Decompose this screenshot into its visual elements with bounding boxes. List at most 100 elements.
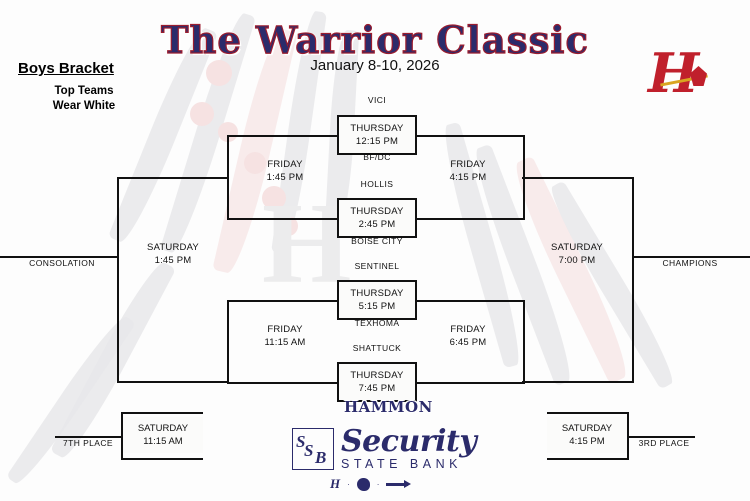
semi-top-day: FRIDAY bbox=[450, 159, 486, 170]
bracket-lower-right-bottom bbox=[445, 382, 525, 384]
team-boise-city: BOISE CITY bbox=[351, 236, 403, 246]
bracket-label: Boys Bracket bbox=[18, 60, 114, 77]
third-place-day: SATURDAY bbox=[561, 423, 613, 434]
bank-wordmark: Security STATE BANK bbox=[341, 424, 477, 471]
bracket-upper-right-bottom bbox=[445, 218, 525, 220]
team-vici: VICI bbox=[367, 95, 387, 105]
label-third-place: 3RD PLACE bbox=[638, 438, 690, 448]
ssb-letter-1: S bbox=[296, 431, 306, 451]
third-place-box-bottom bbox=[547, 458, 629, 460]
bracket-upper-left-top bbox=[227, 135, 309, 137]
consolation-semi-bottom-day: FRIDAY bbox=[267, 324, 303, 335]
consolation-output-line bbox=[0, 256, 119, 258]
game-q3-time: 5:15 PM bbox=[358, 301, 396, 312]
seventh-place-box-bottom bbox=[121, 458, 203, 460]
connector-q1-right bbox=[417, 135, 447, 137]
championship-bracket-top bbox=[522, 177, 634, 179]
footer-mini-mark: H · · bbox=[330, 476, 412, 492]
security-state-bank-logo: S S B Security STATE BANK bbox=[292, 424, 477, 471]
semi-top-time: 4:15 PM bbox=[449, 172, 487, 183]
team-shattuck: SHATTUCK bbox=[352, 343, 402, 353]
bracket-upper-right-top bbox=[445, 135, 525, 137]
bank-name: Security bbox=[341, 424, 477, 459]
game-box-seventh-place[interactable]: SATURDAY 11:15 AM bbox=[123, 417, 203, 453]
bracket-lower-right-top bbox=[445, 300, 525, 302]
consolation-semi-top-day: FRIDAY bbox=[267, 159, 303, 170]
team-bfdc: BF/DC bbox=[363, 152, 391, 162]
consolation-bracket-top bbox=[117, 177, 229, 179]
game-q4-time: 7:45 PM bbox=[358, 383, 396, 394]
connector-q2-right bbox=[417, 218, 447, 220]
consolation-semi-bottom-time: 11:15 AM bbox=[264, 337, 306, 348]
seventh-place-day: SATURDAY bbox=[137, 423, 189, 434]
wear-white-line1: Top Teams bbox=[54, 85, 114, 97]
bracket-lower-left-bottom bbox=[227, 382, 309, 384]
game-q3-day: THURSDAY bbox=[350, 288, 404, 299]
ssb-letter-2: S bbox=[304, 440, 314, 460]
team-texhoma: TEXHOMA bbox=[354, 318, 400, 328]
championship-output-line bbox=[632, 256, 750, 258]
connector-q1-left bbox=[307, 135, 337, 137]
mini-dot-separator-left: · bbox=[347, 479, 350, 489]
consolation-semi-top-time: 1:45 PM bbox=[266, 172, 304, 183]
round-semi-bottom: FRIDAY 6:45 PM bbox=[423, 323, 513, 349]
round-consolation-semi-bottom: FRIDAY 11:15 AM bbox=[240, 323, 330, 349]
ssb-letter-3: B bbox=[315, 447, 327, 467]
team-sentinel: SENTINEL bbox=[354, 261, 400, 271]
third-place-box-top bbox=[547, 412, 629, 414]
third-place-time: 4:15 PM bbox=[569, 436, 605, 447]
label-champions: CHAMPIONS bbox=[662, 258, 718, 268]
seventh-place-box-left bbox=[121, 412, 123, 460]
game-box-q1[interactable]: THURSDAY 12:15 PM bbox=[337, 115, 417, 155]
game-q2-day: THURSDAY bbox=[350, 206, 404, 217]
round-championship: SATURDAY 7:00 PM bbox=[532, 241, 622, 267]
third-place-box-right bbox=[627, 412, 629, 460]
game-box-third-place[interactable]: SATURDAY 4:15 PM bbox=[547, 417, 627, 453]
wear-white-note: Top Teams Wear White bbox=[38, 84, 130, 114]
ssb-monogram-icon: S S B bbox=[292, 427, 334, 470]
label-seventh-place: 7TH PLACE bbox=[63, 438, 113, 448]
bracket-upper-left-bottom bbox=[227, 218, 309, 220]
wear-white-line2: Wear White bbox=[52, 100, 116, 112]
championship-bracket-right-vertical bbox=[632, 177, 634, 383]
connector-q3-left bbox=[307, 300, 337, 302]
mini-blob-icon bbox=[356, 477, 370, 491]
connector-q2-left bbox=[307, 218, 337, 220]
seventh-place-line bbox=[55, 436, 123, 438]
team-hammon: HAMMON bbox=[344, 398, 433, 416]
round-semi-top: FRIDAY 4:15 PM bbox=[423, 158, 513, 184]
championship-day: SATURDAY bbox=[551, 242, 603, 253]
connector-q3-right bbox=[417, 300, 447, 302]
connector-q4-right bbox=[417, 382, 447, 384]
page-title: The Warrior Classic bbox=[160, 17, 589, 62]
semi-bottom-day: FRIDAY bbox=[450, 324, 486, 335]
bracket-lower-left-vertical bbox=[227, 300, 229, 384]
logo-arrowhead-icon bbox=[690, 66, 707, 86]
bank-subtitle: STATE BANK bbox=[341, 457, 462, 471]
bracket-lower-right-vertical bbox=[523, 300, 525, 384]
consolation-final-day: SATURDAY bbox=[147, 242, 199, 253]
seventh-place-time: 11:15 AM bbox=[143, 436, 183, 447]
label-consolation: CONSOLATION bbox=[29, 258, 95, 268]
game-box-q2[interactable]: THURSDAY 2:45 PM bbox=[337, 198, 417, 238]
consolation-bracket-left-vertical bbox=[117, 177, 119, 383]
game-box-q3[interactable]: THURSDAY 5:15 PM bbox=[337, 280, 417, 320]
tournament-dates: January 8-10, 2026 bbox=[310, 57, 440, 74]
hammon-warrior-logo: H bbox=[648, 46, 726, 106]
round-consolation-final: SATURDAY 1:45 PM bbox=[128, 241, 218, 267]
bracket-lower-left-top bbox=[227, 300, 309, 302]
mini-h-icon: H bbox=[330, 476, 341, 491]
round-consolation-semi-top: FRIDAY 1:45 PM bbox=[240, 158, 330, 184]
mini-dot-separator-right: · bbox=[376, 479, 380, 489]
mini-arrow-icon bbox=[386, 479, 412, 488]
game-box-q4[interactable]: THURSDAY 7:45 PM bbox=[337, 362, 417, 402]
game-q2-time: 2:45 PM bbox=[358, 219, 396, 230]
game-q1-time: 12:15 PM bbox=[355, 136, 399, 147]
connector-q4-left bbox=[307, 382, 337, 384]
game-q1-day: THURSDAY bbox=[350, 123, 404, 134]
logo-h-letter: H bbox=[648, 41, 700, 105]
championship-bracket-bottom bbox=[522, 381, 634, 383]
third-place-line bbox=[627, 436, 695, 438]
